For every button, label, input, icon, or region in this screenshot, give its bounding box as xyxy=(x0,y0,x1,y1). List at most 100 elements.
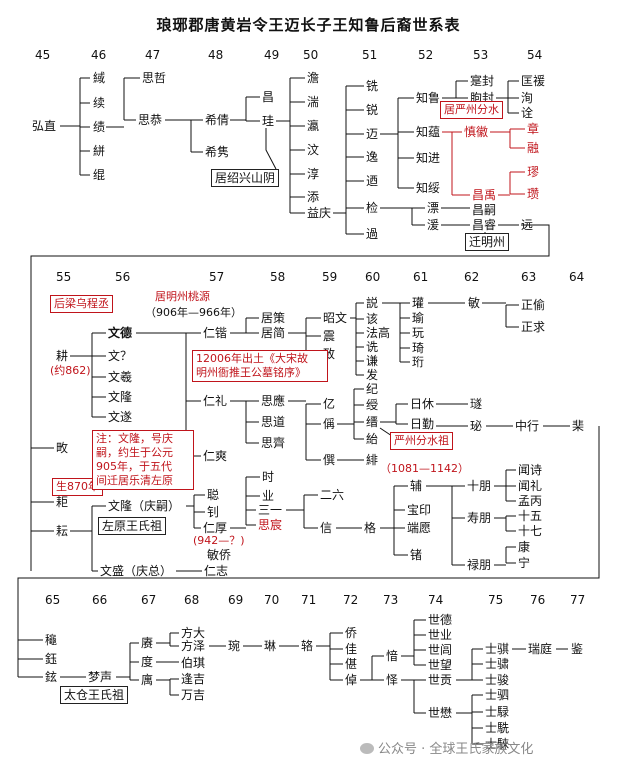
page-title: 琅琊郡唐黄岩令王迈长子王知鲁后裔世系表 xyxy=(156,16,461,34)
generation-number: 61 xyxy=(413,270,429,284)
person-name: 思哲 xyxy=(142,71,167,85)
generation-number: 56 xyxy=(115,270,131,284)
person-name: 缙 xyxy=(366,415,379,429)
person-name: 湲 xyxy=(427,218,440,232)
person-name: 思應 xyxy=(261,394,286,408)
note2-line1: 注：文隆，号庆 xyxy=(96,432,173,445)
generation-number: 75 xyxy=(488,593,504,607)
person-name: 仁锴 xyxy=(203,326,228,340)
tomb-inscription-note: 12006年出土《大宋故 明州衙推王公墓铭序》 xyxy=(192,350,328,382)
generation-number: 67 xyxy=(141,593,157,607)
person-name: 孟丙 xyxy=(518,494,543,508)
generation-number: 59 xyxy=(322,270,338,284)
person-name: 絣 xyxy=(93,144,106,158)
generation-number: 68 xyxy=(184,593,200,607)
generation-number: 74 xyxy=(428,593,444,607)
generation-number: 57 xyxy=(209,270,225,284)
person-name: 文？ xyxy=(108,349,133,363)
person-name: 世业 xyxy=(428,628,453,642)
watermark: 公众号 · 全球王氏家族文化 xyxy=(360,738,533,757)
person-name: 日休 xyxy=(410,397,435,411)
person-name: 添 xyxy=(307,190,320,204)
person-name: 格 xyxy=(364,521,377,535)
person-name: 倬 xyxy=(345,673,358,687)
person-name: 昌 xyxy=(262,90,275,104)
person-name: 居策 xyxy=(261,311,286,325)
person-name: 琳 xyxy=(264,639,277,653)
note1-line3: 明州衙推王公墓铭序》 xyxy=(196,366,306,379)
person-name: 聪 xyxy=(207,488,220,502)
person-name: 亿 xyxy=(323,397,336,411)
person-name: 庽 xyxy=(141,673,154,687)
generation-number: 71 xyxy=(301,593,317,607)
generation-number: 64 xyxy=(569,270,585,284)
person-name: 辂 xyxy=(301,639,314,653)
person-name: 士骐 xyxy=(485,642,510,656)
generation-number: 63 xyxy=(521,270,537,284)
person-name: 佳 xyxy=(345,642,358,656)
location-box: 居严州分水 xyxy=(440,101,503,119)
person-name: 万吉 xyxy=(181,688,206,702)
person-name: 伯琪 xyxy=(181,656,206,670)
person-name: 侨 xyxy=(345,626,358,640)
person-name: 文隆（庆嗣） xyxy=(108,499,181,513)
generation-number: 62 xyxy=(464,270,480,284)
person-name: 耘 xyxy=(56,524,69,538)
person-name: 士駪 xyxy=(485,721,510,735)
generation-number: 47 xyxy=(145,48,161,62)
person-name: 知鲁 xyxy=(416,91,441,105)
person-name: 钊 xyxy=(207,505,220,519)
person-name: 世德 xyxy=(428,613,453,627)
red-note: （1081—1142） xyxy=(380,462,469,475)
person-name: 融 xyxy=(527,141,540,155)
generation-number: 70 xyxy=(264,593,280,607)
person-name: 緎 xyxy=(93,71,106,85)
person-name: 文隆 xyxy=(108,390,133,404)
person-name: 仁爽 xyxy=(203,449,228,463)
person-name: 瓒 xyxy=(527,187,540,201)
person-name: 检 xyxy=(366,201,379,215)
person-name: 二六 xyxy=(320,488,345,502)
person-name: 世望 xyxy=(428,658,453,672)
person-name: 方泽 xyxy=(181,639,206,653)
generation-number: 48 xyxy=(208,48,224,62)
person-name: 湍 xyxy=(307,95,320,109)
person-name: 文遂 xyxy=(108,410,133,424)
generation-number: 69 xyxy=(228,593,244,607)
person-name: 闻礼 xyxy=(518,479,543,493)
generation-number: 60 xyxy=(365,270,381,284)
person-name: 中行 xyxy=(515,419,540,433)
person-name: 澹 xyxy=(307,71,320,85)
person-name: 匡禐 xyxy=(521,74,546,88)
person-name: 知绥 xyxy=(416,181,441,195)
note1-line2: 2006年出土《大宋故 xyxy=(203,352,308,365)
person-name: 锗 xyxy=(410,548,423,562)
person-name: 方大 xyxy=(181,626,206,640)
person-name: 宁 xyxy=(518,556,531,570)
person-name: 汶 xyxy=(307,143,320,157)
person-name: 居简 xyxy=(261,326,286,340)
person-name: 文羲 xyxy=(108,370,133,384)
person-name: 希倩 xyxy=(205,113,230,127)
person-name: 业 xyxy=(262,489,275,503)
person-name: 远 xyxy=(521,218,534,232)
person-name: 思齊 xyxy=(261,436,286,450)
person-name: 偡 xyxy=(345,657,358,671)
person-name: 昌睿 xyxy=(472,218,497,232)
generation-number: 46 xyxy=(91,48,107,62)
red-note: （906年—966年） xyxy=(145,306,242,319)
person-name: 士驷 xyxy=(485,688,510,702)
person-name: 梦声 xyxy=(88,670,113,684)
red-note: 居明州桃源 xyxy=(155,290,210,303)
generation-number: 50 xyxy=(303,48,319,62)
person-name: 鈺 xyxy=(45,652,58,666)
person-name: 知蕴 xyxy=(416,125,441,139)
person-name: 日勤 xyxy=(410,417,435,431)
person-name: 怿 xyxy=(386,673,399,687)
note2-line4: 间迁居乐清左原 xyxy=(96,474,173,487)
person-name: 文盛（庆总） xyxy=(100,564,173,578)
generation-number: 53 xyxy=(473,48,489,62)
person-name: 慎徽 xyxy=(464,125,489,139)
person-name: 説 xyxy=(366,296,379,310)
person-name: 益庆 xyxy=(307,206,332,220)
